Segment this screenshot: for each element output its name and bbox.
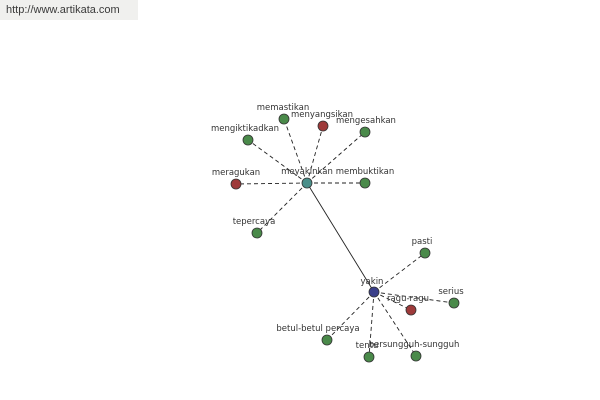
node-ragu-ragu[interactable]: ragu-ragu: [387, 294, 429, 316]
node-label-yakin: yakin: [361, 277, 384, 287]
node-marker-ragu-ragu[interactable]: [405, 304, 417, 316]
edge-meyakinkan-tepercaya: [256, 182, 308, 234]
node-marker-yakin[interactable]: [368, 286, 380, 298]
node-betul-betul-percaya[interactable]: betul-betul percaya: [276, 324, 360, 346]
node-label-tentu: tentu: [356, 341, 379, 351]
node-marker-meragukan[interactable]: [230, 178, 242, 190]
edge-meyakinkan-yakin: [306, 182, 375, 293]
node-bersungguh-sungguh[interactable]: bersungguh-sungguh: [369, 340, 460, 362]
node-serius[interactable]: serius: [438, 287, 464, 309]
node-membuktikan[interactable]: membuktikan: [336, 167, 395, 189]
node-marker-tepercaya[interactable]: [251, 227, 263, 239]
node-marker-mengesahkan[interactable]: [359, 126, 371, 138]
node-marker-menyangsikan[interactable]: [317, 120, 329, 132]
node-label-meyakinkan: meyakinkan: [281, 167, 333, 177]
node-label-tepercaya: tepercaya: [233, 217, 276, 227]
nodes-layer: meyakinkanyakinmemastikanmenyangsikanmen…: [211, 103, 464, 363]
node-label-menyangsikan: menyangsikan: [291, 110, 353, 120]
edge-yakin-tentu: [368, 291, 375, 358]
node-label-mengiktikadkan: mengiktikadkan: [211, 124, 279, 134]
node-meragukan[interactable]: meragukan: [212, 168, 260, 190]
node-marker-mengiktikadkan[interactable]: [242, 134, 254, 146]
node-marker-betul-betul-percaya[interactable]: [321, 334, 333, 346]
edge-meyakinkan-mengiktikadkan: [247, 139, 308, 184]
node-tepercaya[interactable]: tepercaya: [233, 217, 276, 239]
edge-meyakinkan-menyangsikan: [306, 125, 324, 184]
node-marker-serius[interactable]: [448, 297, 460, 309]
edge-yakin-pasti: [373, 252, 426, 293]
node-marker-tentu[interactable]: [363, 351, 375, 363]
node-label-membuktikan: membuktikan: [336, 167, 395, 177]
node-mengiktikadkan[interactable]: mengiktikadkan: [211, 124, 279, 146]
node-label-mengesahkan: mengesahkan: [336, 116, 396, 126]
node-label-serius: serius: [438, 287, 464, 297]
node-memastikan[interactable]: memastikan: [257, 103, 310, 125]
node-marker-bersungguh-sungguh[interactable]: [410, 350, 422, 362]
node-marker-membuktikan[interactable]: [359, 177, 371, 189]
node-label-ragu-ragu: ragu-ragu: [387, 294, 429, 304]
node-label-pasti: pasti: [412, 237, 433, 247]
node-label-betul-betul-percaya: betul-betul percaya: [276, 324, 359, 334]
node-tentu[interactable]: tentu: [356, 341, 379, 363]
node-yakin[interactable]: yakin: [361, 277, 384, 298]
edge-meyakinkan-mengesahkan: [306, 131, 366, 184]
node-menyangsikan[interactable]: menyangsikan: [291, 110, 353, 132]
node-label-meragukan: meragukan: [212, 168, 260, 178]
node-label-bersungguh-sungguh: bersungguh-sungguh: [369, 340, 460, 350]
node-marker-memastikan[interactable]: [278, 113, 290, 125]
node-mengesahkan[interactable]: mengesahkan: [336, 116, 396, 138]
node-marker-meyakinkan[interactable]: [301, 177, 313, 189]
edge-meyakinkan-meragukan: [235, 182, 308, 185]
edge-meyakinkan-memastikan: [283, 118, 308, 184]
node-meyakinkan[interactable]: meyakinkan: [281, 167, 333, 189]
node-marker-pasti[interactable]: [419, 247, 431, 259]
edge-yakin-bersungguh-sungguh: [373, 291, 417, 357]
node-pasti[interactable]: pasti: [412, 237, 433, 259]
edges-layer: [235, 118, 455, 358]
watermark-url: http://www.artikata.com: [0, 0, 138, 20]
node-label-memastikan: memastikan: [257, 103, 310, 113]
